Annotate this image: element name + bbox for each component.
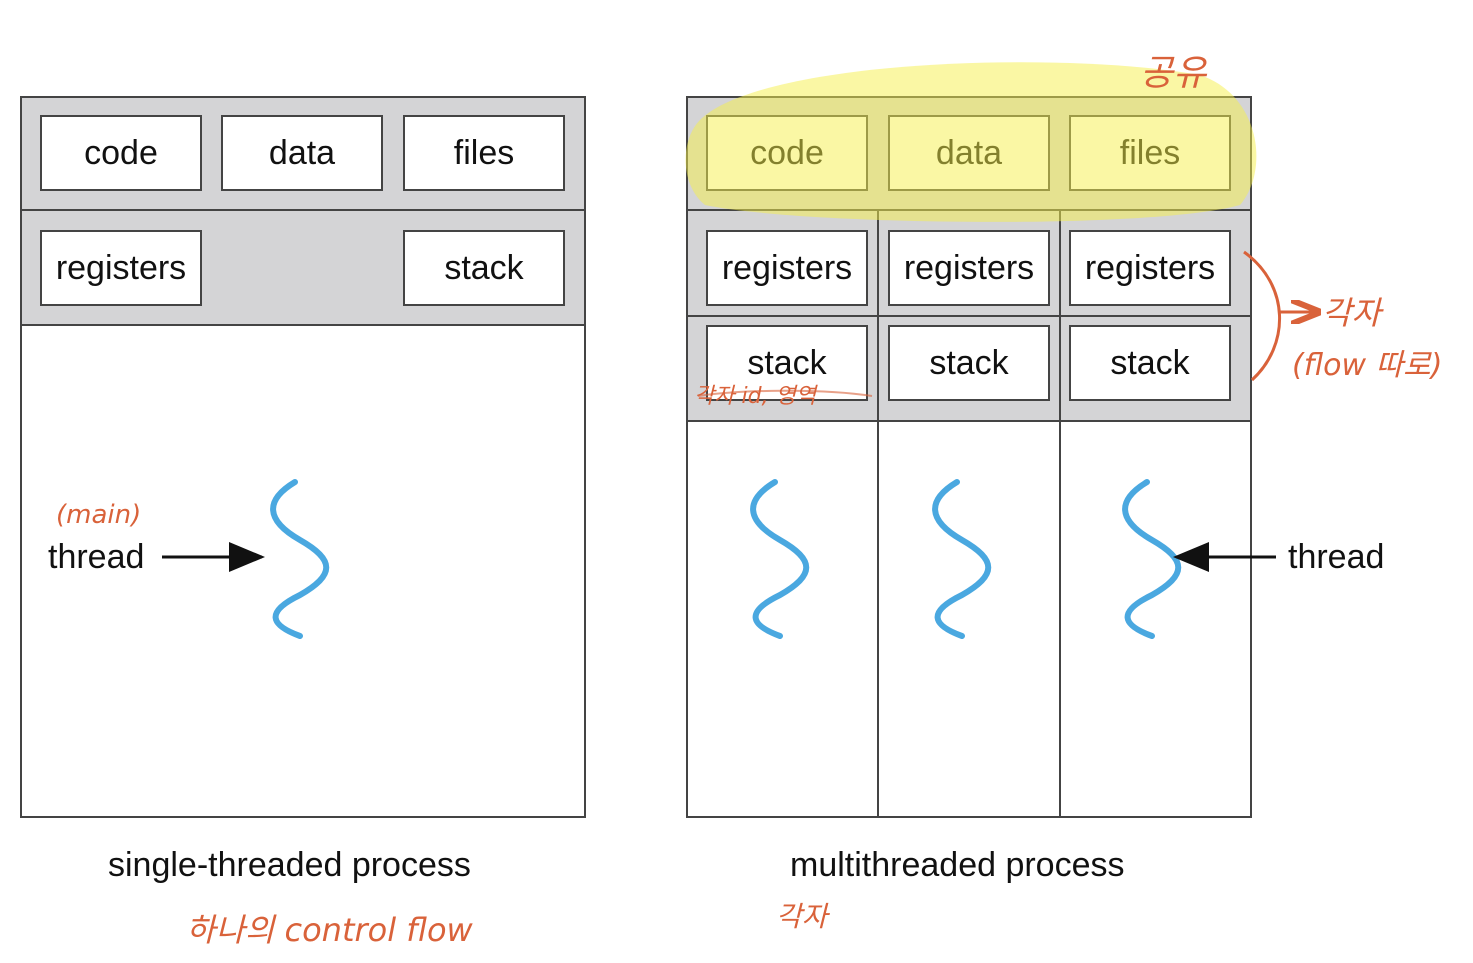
annotation-single-flow: 하나의 control flow [186, 911, 473, 949]
multi-stack-box-1: stack [706, 325, 868, 401]
multi-registers-box-1: registers [706, 230, 868, 306]
single-code-box: code [40, 115, 202, 191]
multi-thread-squiggle-2 [932, 479, 992, 639]
multi-thread-label: thread [1288, 538, 1385, 576]
multi-divider-2 [686, 420, 1252, 422]
multi-registers-box-3: registers [1069, 230, 1231, 306]
per-thread-bracket [1243, 250, 1282, 382]
multi-thread-squiggle-1 [750, 479, 810, 639]
single-registers-box: registers [40, 230, 202, 306]
single-stack-box: stack [403, 230, 565, 306]
single-process-caption: single-threaded process [108, 846, 471, 884]
single-thread-squiggle [270, 479, 330, 639]
annotation-main: (main) [56, 500, 142, 530]
annotation-each-flow: (flow 따로) [1292, 348, 1443, 383]
multi-thread-squiggle-3 [1122, 479, 1182, 639]
multi-stack-box-3: stack [1069, 325, 1231, 401]
single-divider-1 [20, 209, 586, 211]
single-data-box: data [221, 115, 383, 191]
multi-column-divider-1 [877, 210, 879, 817]
single-divider-2 [20, 324, 586, 326]
multi-divider-mid [686, 315, 1252, 317]
annotation-each-id: 각자 id, 영역 [694, 384, 817, 409]
multi-process-caption: multithreaded process [790, 846, 1125, 884]
single-thread-label: thread [48, 538, 145, 576]
annotation-shared: 공유 [1140, 53, 1207, 94]
annotation-multi-each: 각자 [776, 900, 828, 933]
multi-stack-box-2: stack [888, 325, 1050, 401]
shared-highlight [685, 62, 1257, 222]
annotation-each: 각자 [1322, 294, 1381, 332]
multi-column-divider-2 [1059, 210, 1061, 817]
multi-registers-box-2: registers [888, 230, 1050, 306]
stack-id-scribble [697, 389, 873, 397]
single-files-box: files [403, 115, 565, 191]
